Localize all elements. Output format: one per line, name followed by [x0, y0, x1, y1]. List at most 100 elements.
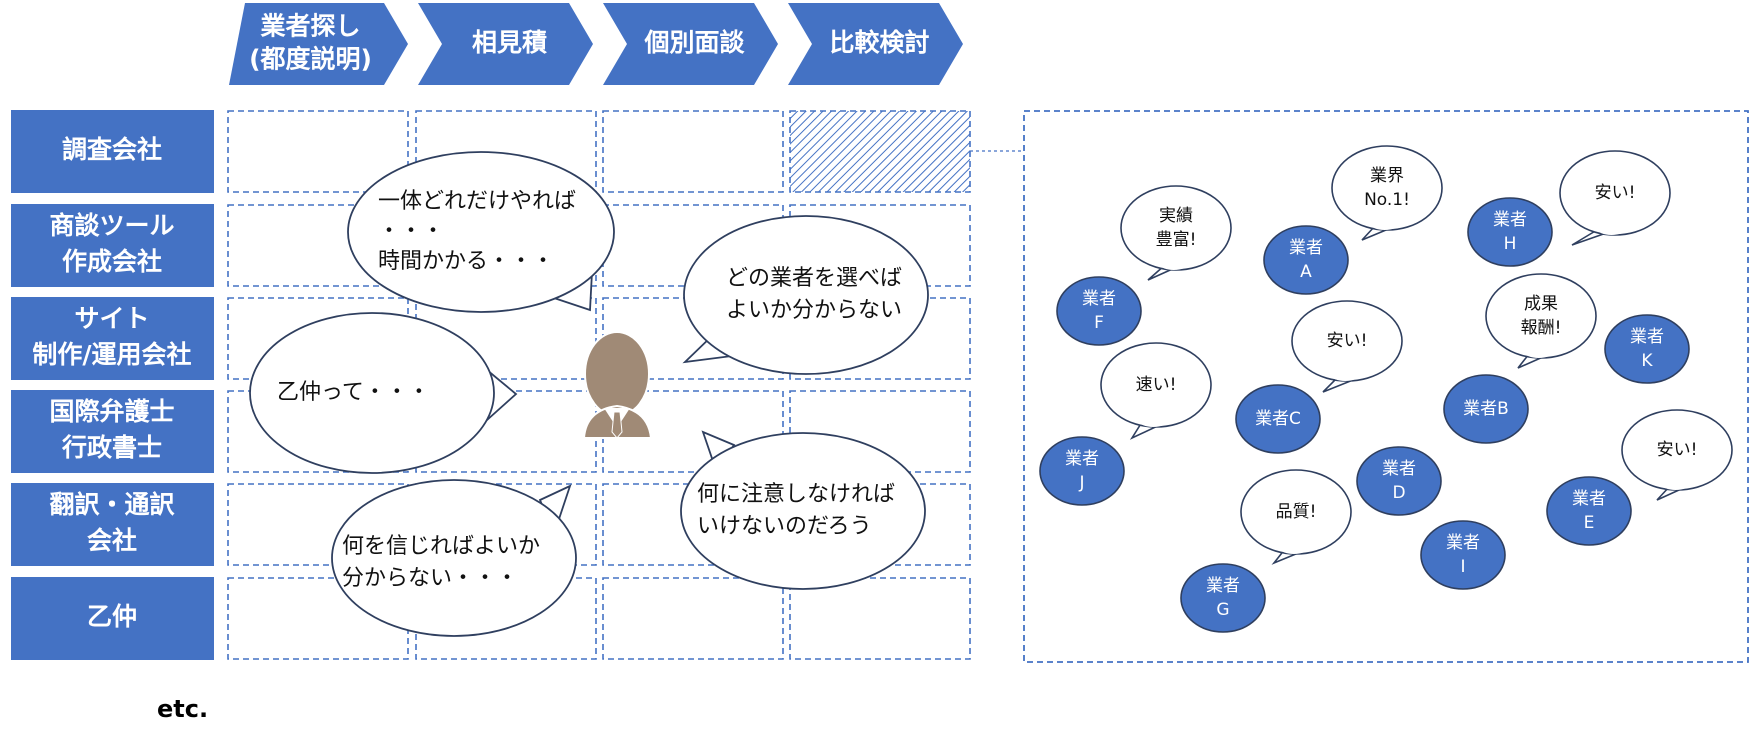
concern-bubble-shape — [680, 432, 926, 590]
concern-text: よいか分からない — [726, 298, 902, 323]
claim-text: 品質! — [1276, 502, 1317, 522]
provider-row-label-box — [11, 577, 214, 660]
claim-bubble: 安い! — [1621, 409, 1733, 501]
concern-text: 何を信じればよいか — [342, 534, 540, 559]
concern-text: ・・・ — [378, 219, 444, 244]
process-step-label: 比較検討 — [829, 28, 929, 57]
claim-bubble-shape — [1485, 273, 1597, 359]
process-steps: 業者探し(都度説明)相見積個別面談比較検討 — [229, 3, 963, 85]
vendor-circle — [1420, 520, 1506, 590]
claim-bubble-shape — [1100, 342, 1212, 428]
vendor-label: 業者 — [1289, 238, 1323, 258]
claim-bubble: 安い! — [1559, 150, 1671, 246]
vendor-circle — [1056, 276, 1142, 346]
vendor-label: 業者 — [1493, 210, 1527, 230]
vendor-label: 業者B — [1463, 399, 1509, 419]
claim-bubble: 品質! — [1240, 469, 1352, 565]
vendor-circle — [1467, 197, 1553, 267]
provider-row-label-box — [11, 297, 214, 380]
vendor-circle — [1546, 476, 1632, 546]
process-grid-cell — [789, 110, 971, 193]
concern-text: いけないのだろう — [697, 514, 872, 539]
claim-bubble-shape — [1621, 409, 1733, 491]
concern-bubble-shape — [331, 479, 577, 637]
vendor-label: 業者 — [1065, 449, 1099, 469]
vendor-label: H — [1504, 234, 1517, 254]
claim-text: 安い! — [1657, 440, 1698, 460]
provider-row-label: 作成会社 — [62, 247, 162, 276]
concern-text: 一体どれだけやれば — [378, 189, 576, 214]
concern-text: 乙仲って・・・ — [277, 380, 430, 405]
claim-bubble-shape — [1291, 300, 1403, 382]
provider-row-label: 会社 — [87, 526, 137, 555]
process-step-label: 相見積 — [472, 28, 547, 57]
provider-row-label: 乙仲 — [87, 602, 137, 631]
claim-bubble-shape — [1559, 150, 1671, 236]
process-grid-cell — [602, 110, 784, 193]
concern-bubble-shape — [683, 215, 929, 375]
provider-row-label: サイト — [74, 304, 149, 333]
process-step-chevron — [603, 3, 778, 85]
claim-bubble: 安い! — [1291, 300, 1403, 393]
claim-bubble-shape — [1120, 185, 1232, 271]
concern-text: どの業者を選べば — [726, 266, 902, 291]
provider-row-label: 制作/運用会社 — [32, 340, 191, 369]
vendor-label: E — [1584, 513, 1595, 533]
process-grid-cell — [227, 110, 409, 193]
person-head — [584, 331, 650, 417]
concern-bubble-shape — [249, 312, 495, 474]
vendor-label: 業者 — [1382, 459, 1416, 479]
provider-row-label-box — [11, 390, 214, 473]
concern-bubble-shape — [347, 151, 615, 313]
vendor-circle — [1180, 563, 1266, 633]
process-step-chevron — [229, 3, 408, 85]
vendor-label: 業者C — [1255, 409, 1301, 429]
claim-text: 安い! — [1327, 331, 1368, 351]
claim-bubble: 速い! — [1100, 342, 1212, 440]
vendor-circle — [1443, 374, 1529, 444]
vendor-label: A — [1300, 262, 1312, 282]
vendor-label: I — [1460, 557, 1465, 577]
vendor-label: 業者 — [1082, 289, 1116, 309]
vendor-label: J — [1078, 473, 1084, 493]
claim-text: 業界 — [1370, 166, 1404, 186]
process-step-chevron — [418, 3, 593, 85]
claim-text: 報酬! — [1521, 318, 1562, 338]
vendor-label: 業者 — [1630, 327, 1664, 347]
concern-text: 時間かかる・・・ — [378, 249, 554, 274]
provider-row-label-box — [11, 110, 214, 193]
claim-text: 豊富! — [1156, 230, 1197, 250]
process-grid-cell — [789, 577, 971, 660]
etc-note: etc. — [157, 695, 208, 723]
concern-text: 分からない・・・ — [342, 566, 518, 591]
concern-bubble: 一体どれだけやれば・・・時間かかる・・・ — [347, 151, 615, 313]
vendor-circle — [1356, 446, 1442, 516]
provider-rows: 調査会社商談ツール作成会社サイト制作/運用会社国際弁護士行政書士翻訳・通訳会社乙… — [11, 110, 214, 660]
provider-row-label: 調査会社 — [62, 135, 162, 164]
vendor-label: 業者 — [1572, 489, 1606, 509]
provider-row-label-box — [11, 483, 214, 566]
process-step-label: (都度説明) — [249, 45, 372, 74]
claim-text: 実績 — [1159, 206, 1193, 226]
provider-row-label: 翻訳・通訳 — [49, 490, 175, 519]
claim-text: 速い! — [1136, 375, 1177, 395]
vendor-label: G — [1216, 600, 1229, 620]
vendor-circle — [1604, 314, 1690, 384]
concern-text: 何に注意しなければ — [697, 482, 895, 507]
provider-row-label-box — [11, 204, 214, 287]
concern-bubbles: 一体どれだけやれば・・・時間かかる・・・どの業者を選べばよいか分からない乙仲って… — [249, 151, 929, 637]
claim-text: No.1! — [1364, 190, 1410, 210]
claim-bubble-shape — [1331, 145, 1443, 231]
claim-bubble: 業界 No.1! — [1331, 145, 1443, 241]
vendor-panel-frame — [1023, 110, 1749, 663]
vendor-circle — [1039, 436, 1125, 506]
vendor-label: D — [1392, 483, 1405, 503]
vendor-label: K — [1641, 351, 1653, 371]
concern-bubble: 乙仲って・・・ — [249, 312, 518, 474]
